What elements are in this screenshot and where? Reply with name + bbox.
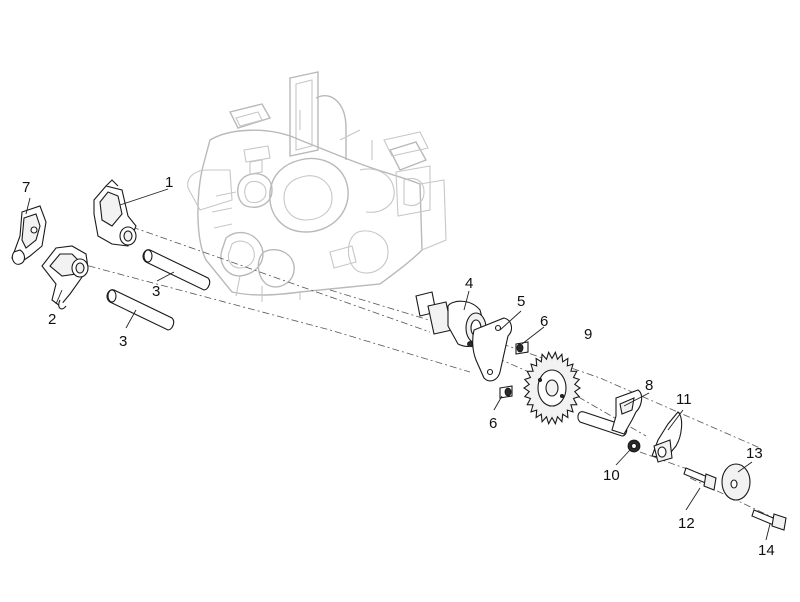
engine-block-ghost bbox=[187, 71, 447, 302]
part-3-rocker-shafts bbox=[106, 249, 211, 331]
part-8-decompressor-lever bbox=[577, 389, 643, 437]
label-part-8: 8 bbox=[645, 377, 653, 394]
label-part-1: 1 bbox=[165, 174, 173, 191]
part-6-screw-lower bbox=[499, 385, 513, 399]
label-part-9: 9 bbox=[584, 326, 592, 343]
part-5-retaining-plate bbox=[472, 317, 513, 382]
label-part-13: 13 bbox=[746, 445, 763, 462]
label-part-14: 14 bbox=[758, 542, 775, 559]
part-13-washer bbox=[721, 463, 751, 501]
part-10-spring bbox=[627, 439, 641, 453]
part-11-counterweight bbox=[651, 411, 683, 463]
label-part-2: 2 bbox=[48, 311, 56, 328]
label-part-10: 10 bbox=[603, 467, 620, 484]
label-part-12: 12 bbox=[678, 515, 695, 532]
label-part-3-upper: 3 bbox=[152, 283, 160, 300]
part-6-screw-upper bbox=[515, 341, 529, 355]
label-part-4: 4 bbox=[465, 275, 473, 292]
part-number-labels: 1 7 2 3 3 4 5 6 6 9 8 11 10 13 12 14 bbox=[22, 174, 775, 559]
part-2-rocker-arm bbox=[41, 245, 89, 310]
label-part-6-upper: 6 bbox=[540, 313, 548, 330]
part-7-rocker-arm bbox=[11, 205, 47, 265]
leader-lines bbox=[25, 188, 771, 541]
part-12-bolt bbox=[683, 467, 717, 491]
label-part-11: 11 bbox=[676, 391, 692, 408]
label-part-6-lower: 6 bbox=[489, 415, 497, 432]
part-1-rocker-arm bbox=[93, 179, 137, 247]
part-14-bolt bbox=[751, 509, 787, 531]
label-part-5: 5 bbox=[517, 293, 525, 310]
part-9-cam-sprocket bbox=[523, 350, 581, 426]
label-part-3-lower: 3 bbox=[119, 333, 127, 350]
label-part-7: 7 bbox=[22, 179, 30, 196]
